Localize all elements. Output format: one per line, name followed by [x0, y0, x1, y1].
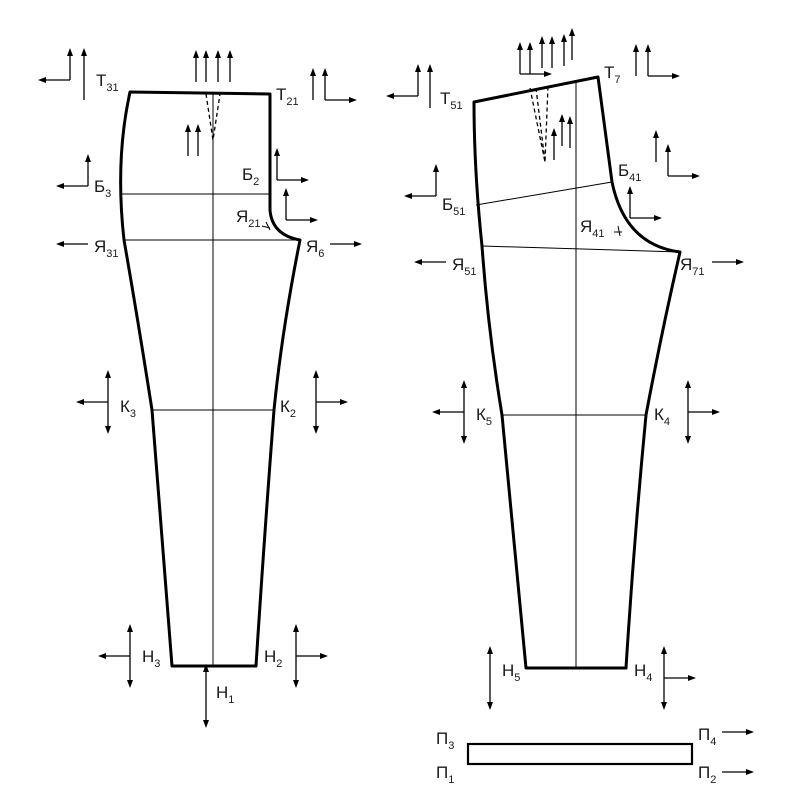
arrow-icon [282, 187, 319, 224]
arrow-icon [202, 663, 210, 729]
label-t51: Т51 [440, 89, 463, 112]
label-ya6: Я6 [306, 237, 324, 260]
arrow-icon [97, 623, 134, 689]
arrow-icon [273, 147, 310, 184]
arrow-icon [660, 645, 697, 711]
arrow-icon [55, 153, 92, 190]
back-dart-leg [535, 87, 546, 163]
arrow-icon [184, 49, 234, 157]
label-p4: П4 [698, 725, 716, 748]
label-k5: К5 [476, 405, 492, 428]
waistband-piece [466, 742, 694, 766]
arrow-icon [403, 163, 440, 200]
label-n5: Н5 [502, 661, 520, 684]
label-b3: Б3 [94, 177, 111, 200]
arrow-icon [75, 369, 112, 435]
back-seat-line [481, 245, 681, 253]
label-n4: Н4 [634, 661, 652, 684]
arrow-icon [385, 63, 434, 108]
label-k2: К2 [280, 397, 296, 420]
label-t7: Т7 [604, 63, 621, 86]
arrow-icon [632, 43, 681, 80]
arrow-icon [684, 379, 721, 445]
label-ya31: Я31 [94, 237, 119, 260]
label-n3: Н3 [142, 647, 160, 670]
arrow-icon [431, 379, 468, 445]
label-t21: Т21 [276, 85, 299, 108]
arrow-icon [37, 47, 88, 100]
label-b41: Б41 [618, 161, 641, 184]
label-p3: П3 [436, 729, 454, 752]
back-dart [529, 85, 549, 163]
label-p1: П1 [436, 763, 454, 786]
label-b51: Б51 [442, 195, 465, 218]
label-k3: К3 [120, 397, 136, 420]
label-b2: Б2 [242, 165, 259, 188]
front-crotch-notch [261, 221, 271, 231]
arrow-icon [329, 240, 363, 248]
back-piece [472, 75, 682, 670]
point-labels: Т31 Т21 Б3 Б2 Я21 Я31 Я6 К3 К2 Н3 Н2 Н1 … [94, 63, 716, 786]
arrow-icon [711, 258, 745, 266]
label-ya71: Я71 [680, 255, 705, 278]
label-n2: Н2 [264, 647, 282, 670]
back-crotch-notch [614, 225, 622, 237]
arrow-icon [55, 240, 89, 248]
label-k4: К4 [654, 405, 670, 428]
label-ya41: Я41 [580, 217, 605, 240]
front-piece-outline [119, 90, 302, 668]
label-p2: П2 [698, 763, 716, 786]
label-ya21: Я21 [236, 207, 261, 230]
arrow-icon [516, 27, 576, 161]
arrow-icon [626, 185, 663, 222]
back-piece-outline [472, 75, 682, 670]
displacement-arrows [37, 27, 755, 776]
arrow-icon [292, 623, 329, 689]
label-ya51: Я51 [452, 255, 477, 278]
arrow-icon [721, 728, 755, 776]
back-hip-line [475, 181, 613, 206]
front-piece [119, 90, 302, 668]
front-dart [205, 93, 221, 141]
arrow-icon [486, 645, 494, 711]
arrow-icon [312, 369, 349, 435]
label-n1: Н1 [216, 683, 234, 706]
arrow-icon [413, 258, 447, 266]
arrow-icon [309, 67, 358, 104]
label-t31: Т31 [96, 71, 119, 94]
arrow-icon [652, 129, 701, 180]
